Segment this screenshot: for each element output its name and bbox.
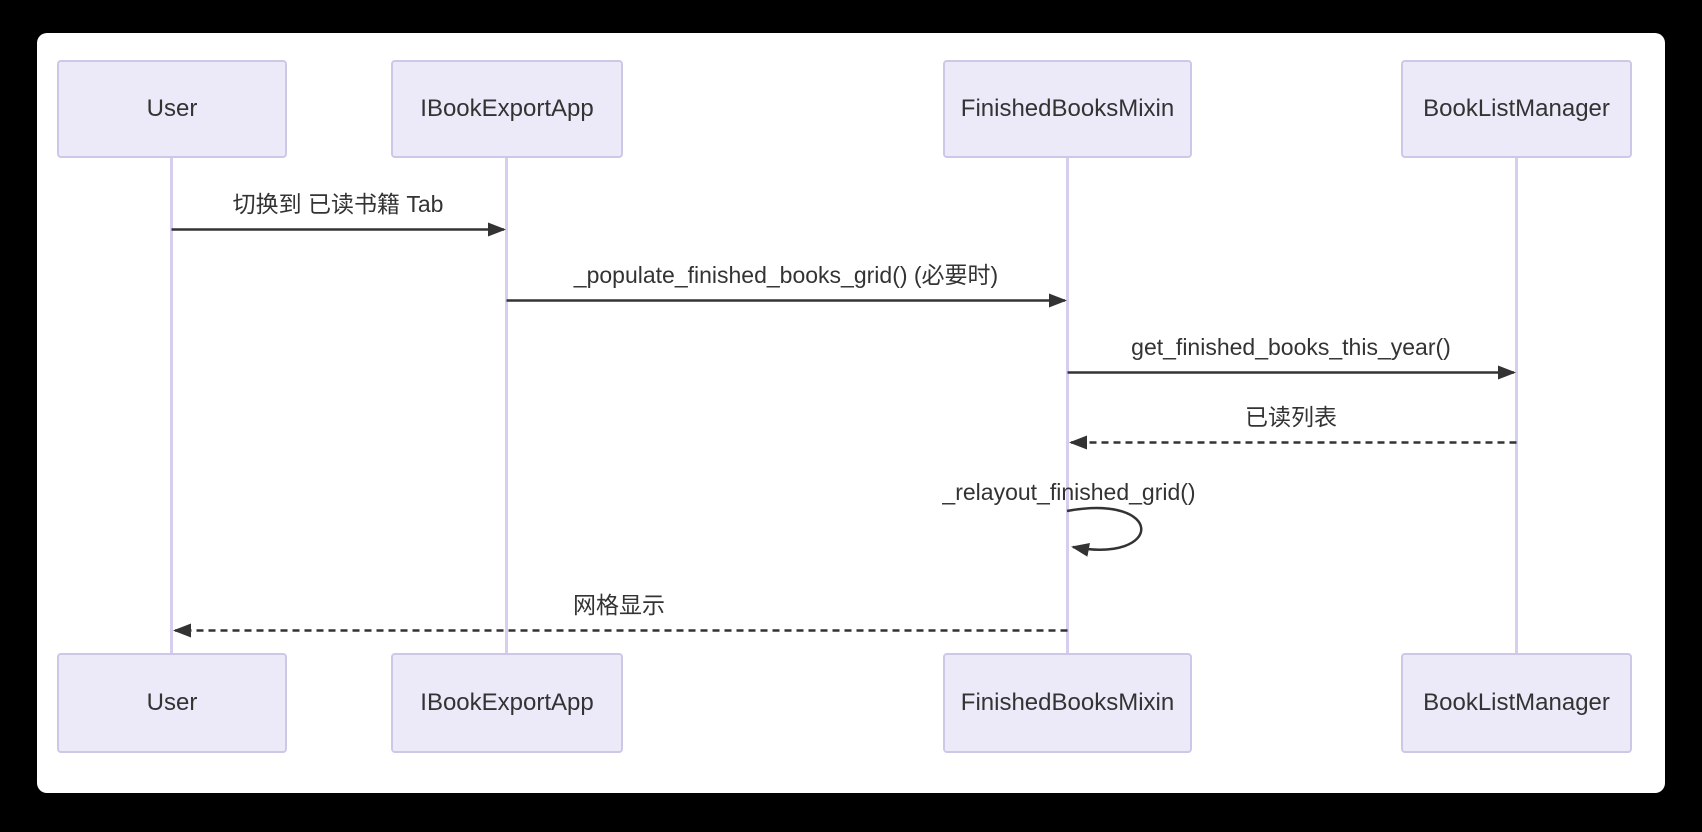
message-arrow-self-relayout [1066,506,1143,557]
actor-label-finishedbooksmixin: FinishedBooksMixin [960,689,1175,716]
actor-label-finishedbooksmixin: FinishedBooksMixin [960,95,1175,122]
message-label-populate-grid: _populate_finished_books_grid() (必要时) [573,262,999,288]
message-label-return-list: 已读列表 [1245,404,1337,430]
actor-box-user-top: User [57,60,287,158]
actor-box-finishedbooksmixin-top: FinishedBooksMixin [943,60,1192,158]
actor-box-ibookexportapp-top: IBookExportApp [391,60,623,158]
actor-label-user: User [146,689,198,716]
diagram-canvas: User IBookExportApp FinishedBooksMixin B… [37,33,1665,793]
actor-label-ibookexportapp: IBookExportApp [420,689,594,716]
actor-box-booklistmanager-bottom: BookListManager [1401,653,1632,753]
message-label-self-relayout: _relayout_finished_grid() [942,479,1196,505]
actor-label-booklistmanager: BookListManager [1423,95,1610,122]
actor-box-booklistmanager-top: BookListManager [1401,60,1632,158]
actor-label-booklistmanager: BookListManager [1423,689,1610,716]
message-label-return-grid-display: 网格显示 [573,592,665,618]
actor-label-ibookexportapp: IBookExportApp [420,95,594,122]
actor-box-ibookexportapp-bottom: IBookExportApp [391,653,623,753]
actor-label-user: User [146,95,198,122]
actor-box-user-bottom: User [57,653,287,753]
message-label-switch-tab: 切换到 已读书籍 Tab [232,191,444,217]
actor-box-finishedbooksmixin-bottom: FinishedBooksMixin [943,653,1192,753]
message-label-get-finished-books: get_finished_books_this_year() [1131,334,1451,360]
diagram-lines-layer [170,158,1518,653]
